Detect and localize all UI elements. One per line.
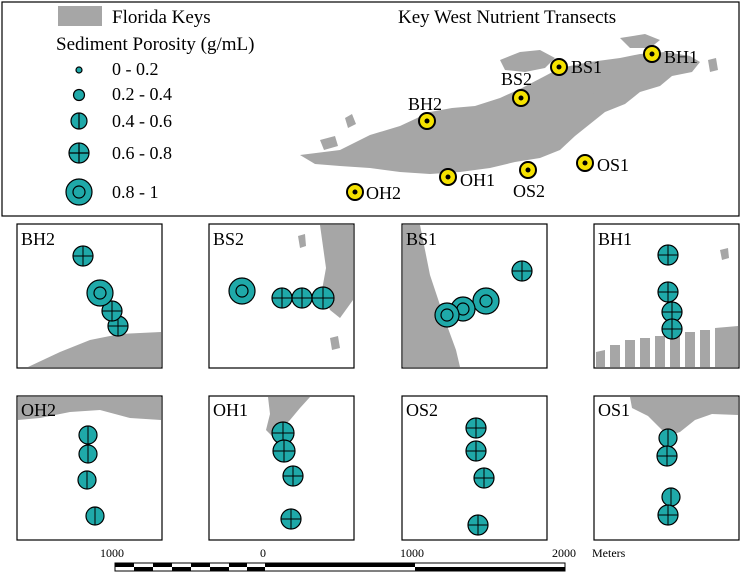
station-marker-bh1: BH1 xyxy=(643,45,698,67)
panel-oh2: OH2 xyxy=(16,395,163,541)
svg-text:1000: 1000 xyxy=(100,546,124,560)
station-marker-bs1: BS1 xyxy=(550,57,602,77)
svg-text:BH2: BH2 xyxy=(21,229,55,249)
station-marker-os2: OS2 xyxy=(513,161,545,201)
legend-class-4: 0.6 - 0.8 xyxy=(68,142,172,164)
svg-text:Meters: Meters xyxy=(592,546,626,560)
legend-class-3: 0.4 - 0.6 xyxy=(70,111,172,131)
svg-text:0.8 - 1: 0.8 - 1 xyxy=(112,182,159,202)
svg-text:BS2: BS2 xyxy=(213,229,244,249)
svg-text:OH2: OH2 xyxy=(21,400,56,420)
svg-text:OS1: OS1 xyxy=(597,155,629,175)
svg-text:BH1: BH1 xyxy=(598,229,632,249)
svg-text:OH2: OH2 xyxy=(366,183,401,203)
panel-bh1: BH1 xyxy=(593,223,740,369)
station-marker-oh1: OH1 xyxy=(439,168,495,190)
legend-land-label: Florida Keys xyxy=(112,7,211,28)
station-marker-oh2: OH2 xyxy=(346,183,401,203)
legend-class-5: 0.8 - 1 xyxy=(65,178,159,206)
svg-text:1000: 1000 xyxy=(400,546,424,560)
panel-os2: OS2 xyxy=(401,395,548,541)
map-title: Key West Nutrient Transects xyxy=(398,7,616,28)
svg-text:0 - 0.2: 0 - 0.2 xyxy=(112,59,159,79)
svg-text:BH1: BH1 xyxy=(664,47,698,67)
station-marker-bh2: BH2 xyxy=(408,94,442,130)
svg-text:0: 0 xyxy=(260,546,266,560)
svg-text:OS2: OS2 xyxy=(406,400,438,420)
svg-text:BS2: BS2 xyxy=(501,69,532,89)
svg-text:BH2: BH2 xyxy=(408,94,442,114)
panel-bh2: BH2 xyxy=(16,223,163,369)
overview-landmass xyxy=(300,34,718,174)
overview-frame xyxy=(1,1,740,217)
legend-class-2: 0.2 - 0.4 xyxy=(72,84,172,104)
svg-text:0.6 - 0.8: 0.6 - 0.8 xyxy=(112,143,172,163)
legend-class-1: 0 - 0.2 xyxy=(75,59,159,79)
svg-text:BS1: BS1 xyxy=(571,57,602,77)
svg-text:BS1: BS1 xyxy=(406,229,437,249)
svg-text:OH1: OH1 xyxy=(213,400,248,420)
legend-land-swatch xyxy=(58,6,102,26)
scale-bar: 1000 0 1000 2000 Meters xyxy=(100,546,626,572)
svg-text:OS1: OS1 xyxy=(598,400,630,420)
panel-os1: OS1 xyxy=(593,395,740,541)
station-marker-os1: OS1 xyxy=(576,154,629,175)
svg-text:OH1: OH1 xyxy=(460,170,495,190)
svg-text:0.2 - 0.4: 0.2 - 0.4 xyxy=(112,84,172,104)
panel-bs2: BS2 xyxy=(208,223,355,369)
legend-porosity-title: Sediment Porosity (g/mL) xyxy=(56,34,254,55)
station-marker-bs2: BS2 xyxy=(501,69,532,107)
svg-text:OS2: OS2 xyxy=(513,181,545,201)
panel-oh1: OH1 xyxy=(208,395,355,541)
svg-text:2000: 2000 xyxy=(552,546,576,560)
panel-bs1: BS1 xyxy=(401,223,548,369)
svg-text:0.4 - 0.6: 0.4 - 0.6 xyxy=(112,111,172,131)
